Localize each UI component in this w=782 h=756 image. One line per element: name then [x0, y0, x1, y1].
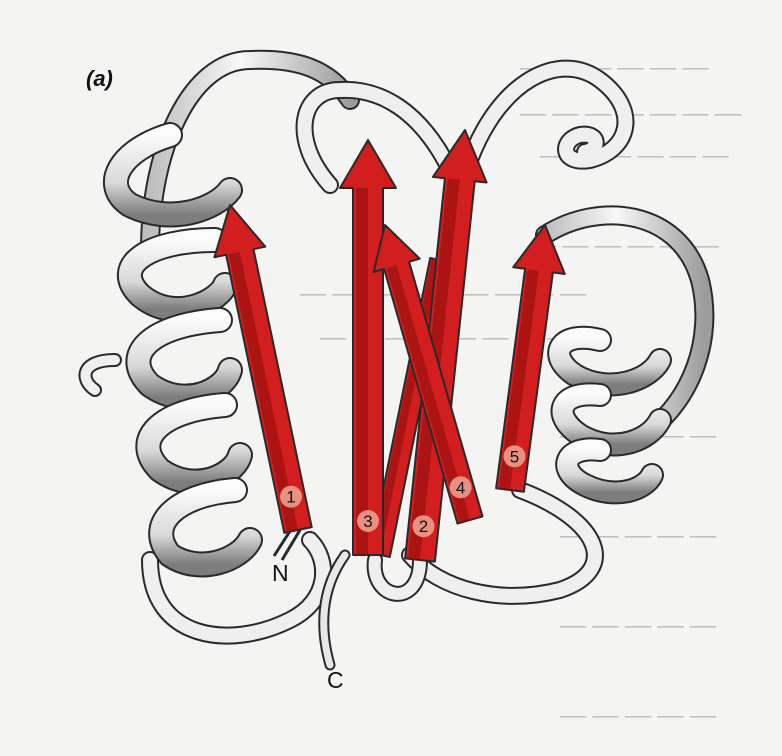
beta-sheet	[214, 130, 564, 562]
panel-label: (a)	[86, 66, 113, 92]
strand-number-3: 3	[363, 512, 372, 531]
strand-number-4: 4	[456, 478, 465, 497]
strand-number-1: 1	[286, 488, 295, 507]
helix-left	[116, 135, 250, 564]
n-terminus-label: N	[272, 560, 289, 587]
strand-number-2: 2	[419, 517, 428, 536]
helix-right	[559, 338, 660, 493]
strand-number-5: 5	[510, 447, 519, 466]
c-terminus-label: C	[327, 667, 344, 694]
